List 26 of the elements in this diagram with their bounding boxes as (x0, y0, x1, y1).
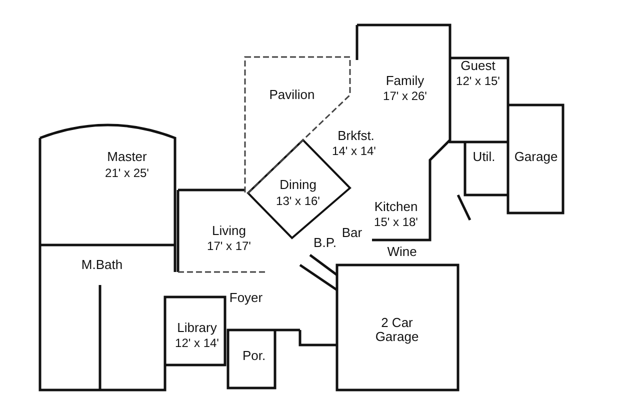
room-dimensions: 17' x 26' (383, 89, 427, 103)
room-name: Guest (460, 59, 496, 73)
room-dimensions: 14' x 14' (332, 144, 376, 158)
room-name: Library (177, 321, 217, 335)
room-name: Por. (242, 349, 266, 363)
room-name: M.Bath (81, 258, 123, 272)
room-name: Garage (514, 150, 558, 164)
room-name: 2 Car Garage (374, 316, 420, 344)
room-dimensions: 17' x 17' (207, 239, 251, 253)
room-name: Util. (472, 150, 496, 164)
room-dimensions: 12' x 14' (175, 336, 219, 350)
room-dimensions: 21' x 25' (105, 166, 149, 180)
room-name: Foyer (229, 291, 263, 305)
room-name: Family (386, 74, 424, 88)
room-dimensions: 13' x 16' (276, 194, 320, 208)
room-name: Dining (280, 178, 316, 192)
room-name: Kitchen (374, 200, 418, 214)
room-name: Bar (342, 226, 362, 240)
room-name: Wine (387, 245, 417, 259)
room-name: Living (212, 224, 246, 238)
room-name: B.P. (314, 236, 336, 250)
room-name: Master (107, 150, 147, 164)
room-name: Brkfst. (338, 129, 374, 143)
room-name: Pavilion (269, 88, 315, 102)
room-dimensions: 12' x 15' (456, 74, 500, 88)
room-dimensions: 15' x 18' (374, 215, 418, 229)
